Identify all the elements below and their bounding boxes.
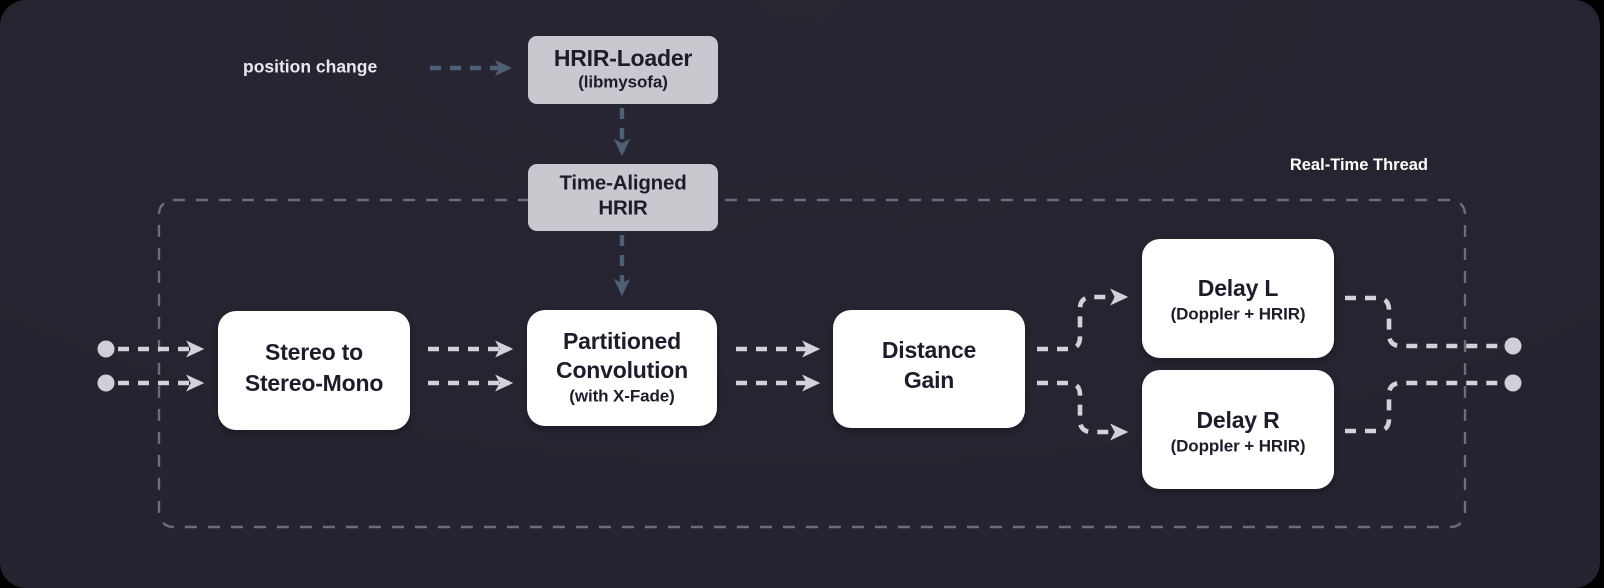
node-distance-gain-rect: [833, 310, 1025, 428]
real-time-thread-label: Real-Time Thread: [1290, 156, 1428, 174]
node-distance-gain-subtitle: Gain: [904, 367, 954, 393]
node-hrir-loader-subtitle: (libmysofa): [578, 72, 668, 91]
node-delay-l-rect: [1142, 239, 1334, 358]
edge-delay-r-to-output-r: [1345, 380, 1504, 434]
input-right-port[interactable]: [97, 374, 115, 392]
node-partitioned-convolution-title: Partitioned: [563, 328, 681, 354]
node-delay-r-title: Delay R: [1197, 407, 1281, 433]
node-time-aligned-hrir-rect: [528, 164, 718, 231]
node-stereo-to-stereo-mono-subtitle: Stereo-Mono: [245, 370, 384, 396]
node-distance-gain-title: Distance: [882, 337, 976, 363]
real-time-thread-group: Real-Time Thread: [157, 156, 1467, 529]
node-partitioned-convolution-title2: Convolution: [556, 357, 688, 383]
node-partitioned-convolution-rect: [527, 310, 717, 426]
real-time-thread-boundary: [157, 198, 1467, 529]
input-left-port[interactable]: [97, 340, 115, 358]
output-right-port[interactable]: [1504, 374, 1522, 392]
node-stereo-to-stereo-mono-title: Stereo to: [265, 339, 363, 365]
node-stereo-to-stereo-mono-rect: [218, 311, 410, 430]
node-hrir-loader-rect: [528, 36, 718, 104]
edges-layer: [118, 59, 1504, 441]
edge-delay-l-to-output-l: [1345, 295, 1504, 349]
node-delay-l-subtitle: (Doppler + HRIR): [1171, 304, 1306, 323]
io-ports-layer: [97, 337, 1522, 392]
node-time-aligned-hrir[interactable]: Time-Aligned HRIR: [528, 164, 718, 231]
node-delay-l-title: Delay L: [1198, 275, 1279, 301]
node-partitioned-convolution[interactable]: Partitioned Convolution (with X-Fade): [527, 310, 717, 426]
node-hrir-loader[interactable]: HRIR-Loader (libmysofa): [528, 36, 718, 104]
position-change-label: position change: [243, 57, 377, 77]
node-time-aligned-hrir-subtitle: HRIR: [598, 196, 648, 219]
node-delay-r-subtitle: (Doppler + HRIR): [1171, 436, 1306, 455]
edge-distance-gain-to-delay-r: [1037, 380, 1129, 441]
node-stereo-to-stereo-mono[interactable]: Stereo to Stereo-Mono: [218, 311, 410, 430]
node-time-aligned-hrir-title: Time-Aligned: [559, 171, 686, 194]
node-delay-r[interactable]: Delay R (Doppler + HRIR): [1142, 370, 1334, 489]
node-delay-l[interactable]: Delay L (Doppler + HRIR): [1142, 239, 1334, 358]
edge-distance-gain-to-delay-l: [1037, 288, 1129, 352]
node-distance-gain[interactable]: Distance Gain: [833, 310, 1025, 428]
node-hrir-loader-title: HRIR-Loader: [554, 45, 693, 71]
output-left-port[interactable]: [1504, 337, 1522, 355]
node-delay-r-rect: [1142, 370, 1334, 489]
node-partitioned-convolution-subtitle: (with X-Fade): [569, 386, 674, 405]
